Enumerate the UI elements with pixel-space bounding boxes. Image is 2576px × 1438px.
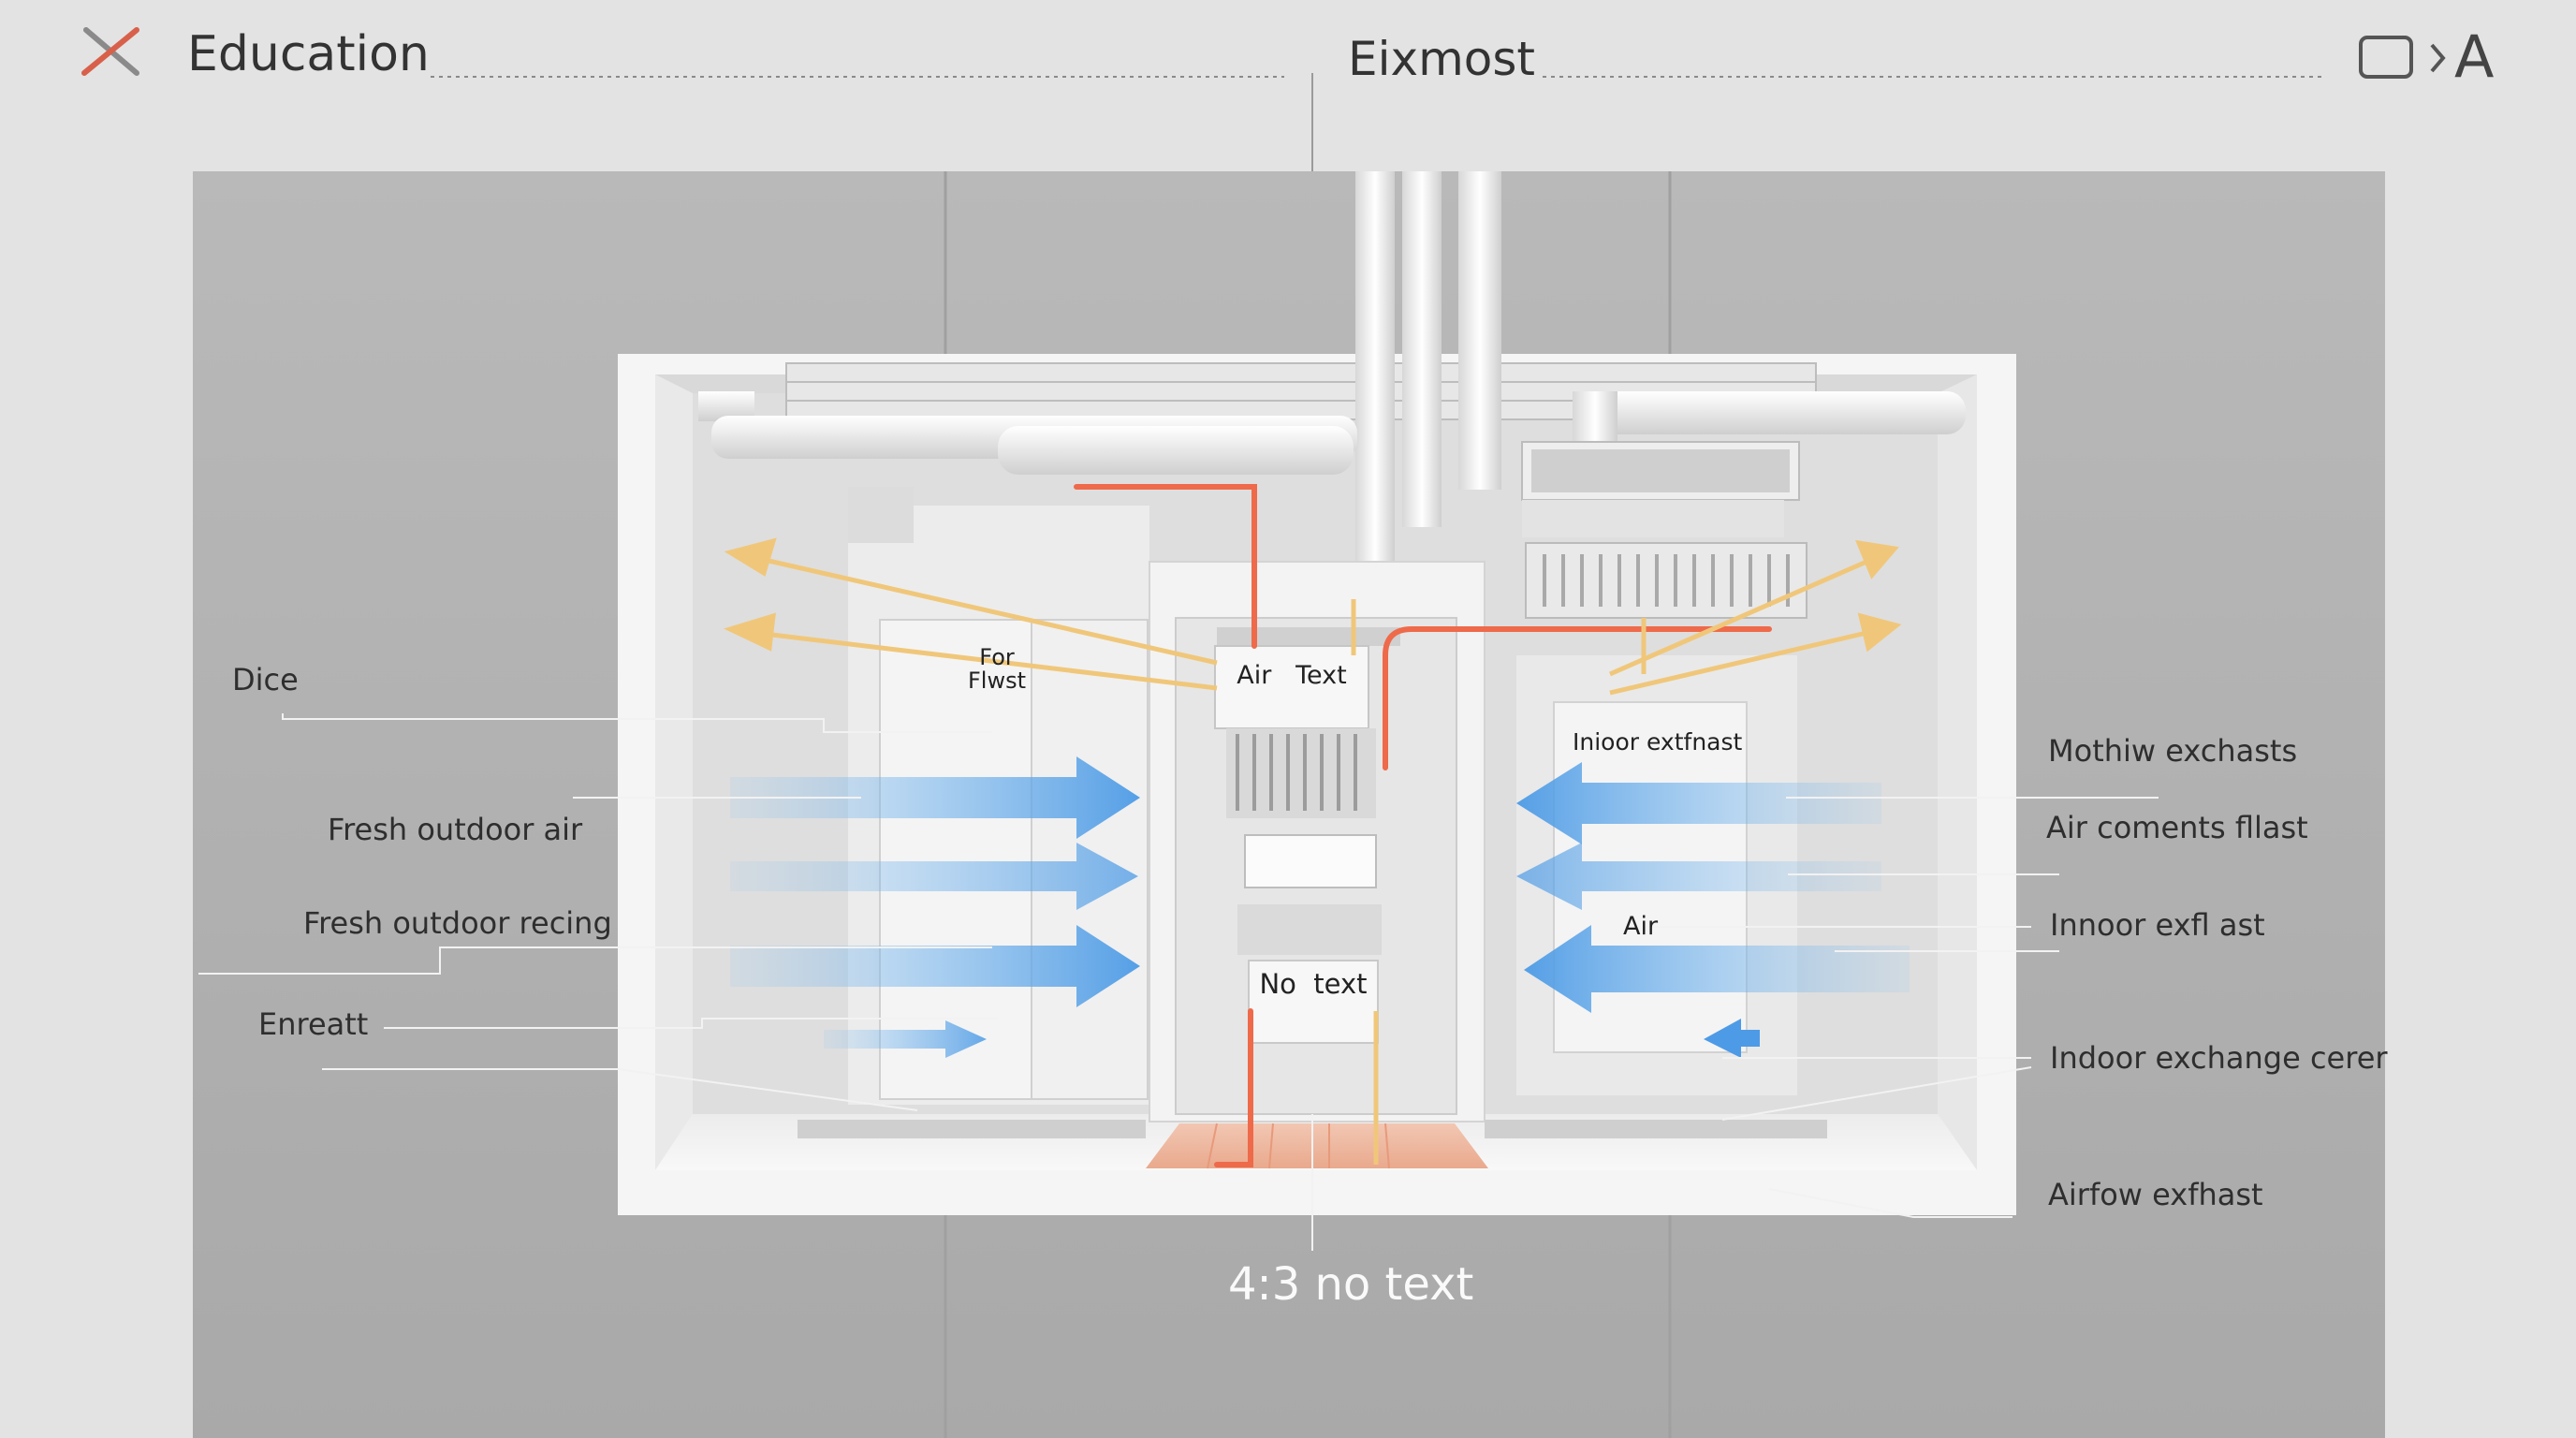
rectangle-outline-icon <box>2359 36 2413 79</box>
chevron-right-icon <box>2430 43 2446 73</box>
hot-water-pipes <box>1074 484 1772 1167</box>
label-innoor-exflast: Innoor exfl ast <box>2050 907 2265 943</box>
left-leader-lines <box>198 713 998 1111</box>
label-air-coments-fllast: Air coments fllast <box>2046 810 2308 845</box>
enclosure-right-wall <box>1938 374 1977 1170</box>
label-air: Air <box>1623 912 1659 941</box>
label-mothiw-exchasts: Mothiw exchasts <box>2048 733 2298 769</box>
header-right-letter[interactable]: A <box>2454 22 2495 91</box>
crossed-tools-icon <box>81 27 139 76</box>
top-exhaust-grille <box>1521 441 1808 619</box>
exhaust-arrows <box>724 537 1902 696</box>
warm-pipes <box>1351 599 1647 1165</box>
label-no-text: No text <box>1259 968 1368 1000</box>
label-enreatt: Enreatt <box>258 1006 369 1042</box>
vertical-ducts <box>1352 171 1501 599</box>
label-air-text: Air Text <box>1237 661 1347 690</box>
label-airfow-exfhast: Airfow exfhast <box>2048 1177 2263 1212</box>
label-fresh-outdoor-air: Fresh outdoor air <box>328 812 583 847</box>
header-center-title: Eixmost <box>1348 32 1536 86</box>
bottom-caption: 4:3 no text <box>1228 1258 1474 1311</box>
label-indoor-exchange-cerer: Indoor exchange cerer <box>2050 1040 2388 1076</box>
right-leader-lines <box>1647 797 2159 1218</box>
enclosure-left-wall <box>655 374 693 1170</box>
label-inioor-extfnast: Inioor extfnast <box>1573 728 1743 756</box>
label-fresh-outdoor-recing: Fresh outdoor recing <box>303 905 612 941</box>
label-for-flwst: For Flwst <box>968 644 1027 695</box>
label-dice: Dice <box>232 662 299 697</box>
floor-heat-pad <box>1146 1123 1488 1168</box>
supply-arrows <box>730 756 1910 1058</box>
header-left-title: Education <box>187 26 430 82</box>
center-cabinet <box>1149 561 1486 1123</box>
